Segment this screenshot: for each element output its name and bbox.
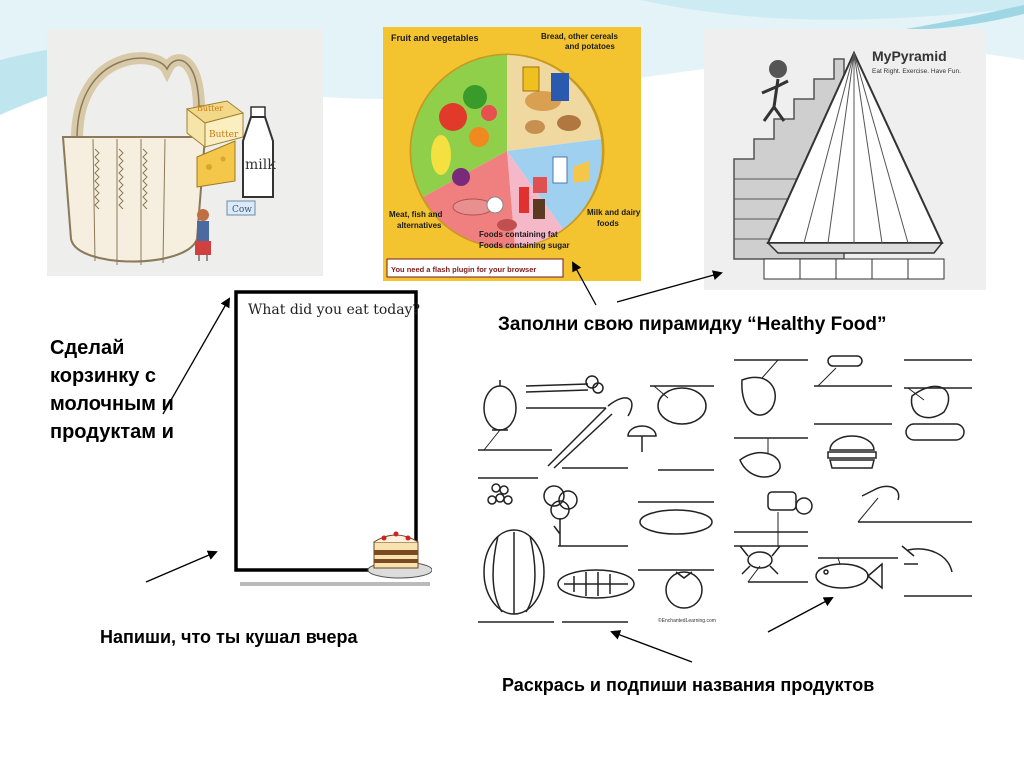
hotdog-icon [905, 423, 965, 441]
basket-craft-illustration: Butter Butter milk Cow [61, 52, 276, 265]
pyramid-title: MyPyramid [872, 48, 947, 64]
coloring-credit: ©EnchantedLearning.com [658, 617, 716, 624]
lobster-icon [901, 545, 953, 573]
diary-title: What did you eat today? [248, 302, 420, 318]
caption-pyramid: Заполни свою пирамидку “Healthy Food” [498, 314, 887, 335]
butter-label-top: Butter [197, 104, 223, 113]
svg-text:Cow: Cow [232, 205, 252, 215]
basket-craft-image: Butter Butter milk Cow [47, 29, 323, 276]
caption-coloring: Раскрась и подпиши названия продуктов [502, 675, 875, 695]
burger-icon [827, 435, 877, 469]
crab-icon [739, 545, 781, 575]
flash-plugin-notice: You need a flash plugin for your browser [391, 265, 536, 274]
peas-icon [487, 483, 513, 505]
caption-diary: Напиши, что ты кушал вчера [100, 627, 358, 647]
ham-icon [910, 385, 950, 419]
cow-label-box: Cow [226, 200, 256, 216]
shrimp-icon [861, 485, 900, 501]
label-meat-2: alternatives [397, 221, 442, 230]
coloring-sheet-illustration: ©EnchantedLearning.com [478, 355, 972, 624]
pyramid-tagline: Eat Right. Exercise. Have Fun. [872, 68, 961, 75]
caption-basket: Сделай корзинку с молочным и продуктам и [50, 337, 174, 443]
label-milk-1: Milk and dairy [587, 208, 641, 217]
chicken-icon [739, 451, 781, 478]
milk-label: milk [245, 157, 276, 173]
fish-icon [815, 562, 883, 590]
label-fat: Foods containing fat [479, 230, 558, 239]
carrot-icon [547, 407, 613, 469]
potato-icon [657, 387, 707, 425]
food-plate-image: Fruit and vegetables Bread, other cereal… [383, 27, 641, 281]
label-sugar: Foods containing sugar [479, 241, 570, 250]
butter-label-front: Butter [209, 130, 239, 140]
eatwell-plate-illustration: Fruit and vegetables Bread, other cereal… [383, 27, 641, 281]
tomato-icon [665, 571, 703, 609]
girl-figure-icon [195, 209, 211, 261]
label-bread-2: and potatoes [565, 42, 615, 51]
coloring-sheet-image: ©EnchantedLearning.com [478, 350, 974, 625]
label-fruit-veg: Fruit and vegetables [391, 33, 479, 43]
my-pyramid-image: MyPyramid Eat Right. Exercise. Have Fun. [704, 29, 986, 290]
diary-sheet-image: What did you eat today? [232, 288, 432, 596]
my-pyramid-illustration: MyPyramid Eat Right. Exercise. Have Fun. [704, 29, 986, 290]
diary-sheet-illustration: What did you eat today? [234, 290, 432, 586]
broccoli-icon [543, 485, 578, 546]
label-meat-1: Meat, fish and [389, 210, 442, 219]
milk-bottle-icon: milk [242, 106, 276, 198]
label-bread-1: Bread, other cereals [541, 32, 618, 41]
butter-box: Butter Butter [185, 100, 245, 149]
sausage-icon [827, 355, 863, 367]
onion-icon [483, 385, 517, 431]
label-milk-2: foods [597, 219, 619, 228]
cake-icon [367, 531, 432, 579]
cheese-icon [196, 140, 236, 188]
corn-icon [557, 569, 635, 599]
steak-icon [741, 376, 776, 416]
can-icon [767, 491, 797, 511]
climbing-figure-icon [761, 60, 789, 122]
